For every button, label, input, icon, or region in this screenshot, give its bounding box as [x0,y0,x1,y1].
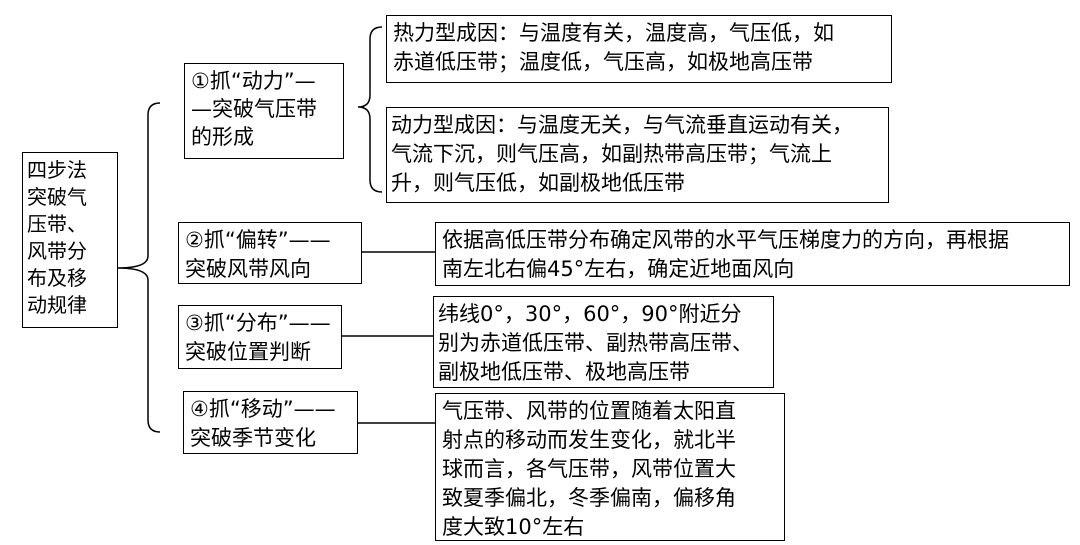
step3-node: ③抓“分布”—— 突破位置判断 [178,305,342,369]
step2-detail: 依据高低压带分布确定风带的水平气压梯度力的方向，再根据 南左北右偏45°左右，确… [435,222,1070,286]
root-node: 四步法 突破气 压带、 风带分 布及移 动规律 [22,152,118,328]
step4-node: ④抓“移动”—— 突破季节变化 [183,391,358,454]
step1-detail-dynamic: 动力型成因：与温度无关，与气流垂直运动有关， 气流下沉，则气压高，如副热带高压带… [386,107,889,203]
step1-detail-thermal: 热力型成因：与温度有关，温度高，气压低，如 赤道低压带；温度低，气压高，如极地高… [386,15,892,83]
step1-node: ①抓“动力”— —突破气压带 的形成 [184,63,344,159]
step2-node: ②抓“偏转”—— 突破风带风向 [178,222,362,284]
step1-brace [357,26,383,193]
step3-detail: 纬线0°，30°，60°，90°附近分 别为赤道低压带、副热带高压带、 副极地低… [433,296,774,388]
step4-detail: 气压带、风带的位置随着太阳直 射点的移动而发生变化，就北半 球而言，各气压带，风… [435,393,785,541]
root-brace [117,102,161,433]
